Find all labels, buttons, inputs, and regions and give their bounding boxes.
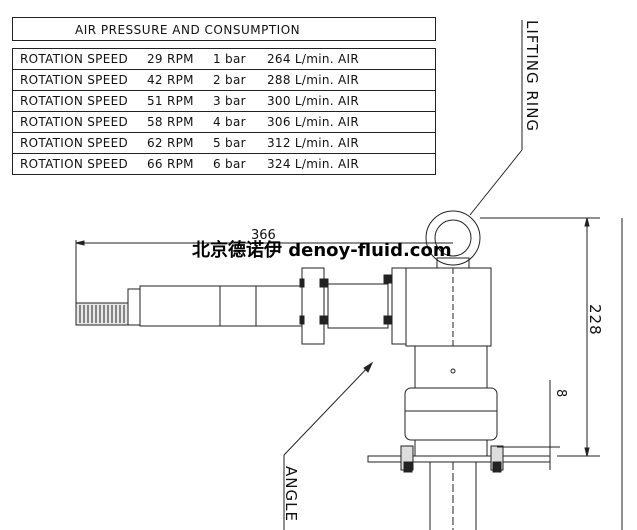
row-rpm: 29 RPM bbox=[147, 48, 213, 70]
row-rpm: 66 RPM bbox=[147, 153, 213, 175]
height-dimension-value: 228 bbox=[586, 304, 604, 336]
row-pressure: 5 bar bbox=[213, 132, 267, 154]
row-pressure: 6 bar bbox=[213, 153, 267, 175]
lower-body bbox=[414, 345, 488, 389]
lifting-ring-leader bbox=[469, 149, 523, 216]
flange bbox=[301, 267, 325, 345]
clamp-body bbox=[404, 387, 498, 441]
motor-body bbox=[139, 285, 303, 327]
row-label: ROTATION SPEED bbox=[12, 153, 147, 175]
table-title-box: AIR PRESSURE AND CONSUMPTION bbox=[12, 17, 436, 41]
row-label: ROTATION SPEED bbox=[12, 48, 147, 70]
row-rpm: 58 RPM bbox=[147, 111, 213, 133]
motor-collar bbox=[127, 288, 141, 326]
grip bbox=[75, 302, 129, 326]
angle-label: ANGLE bbox=[282, 466, 300, 522]
table-title: AIR PRESSURE AND CONSUMPTION bbox=[75, 23, 301, 37]
small-dimension-value: 8 bbox=[553, 389, 568, 399]
lifting-ring bbox=[425, 210, 481, 266]
watermark-text: 北京德诺伊 denoy-fluid.com bbox=[192, 240, 452, 261]
gear-connector bbox=[327, 283, 389, 329]
base-plate bbox=[367, 455, 551, 463]
width-dimension-value: 366 bbox=[251, 228, 276, 243]
row-consumption: 324 L/min. AIR bbox=[267, 153, 436, 175]
angle-leader bbox=[283, 362, 373, 456]
main-housing bbox=[405, 267, 492, 347]
lifting-ring-label: LIFTING RING bbox=[523, 20, 541, 133]
row-label: ROTATION SPEED bbox=[12, 90, 147, 112]
